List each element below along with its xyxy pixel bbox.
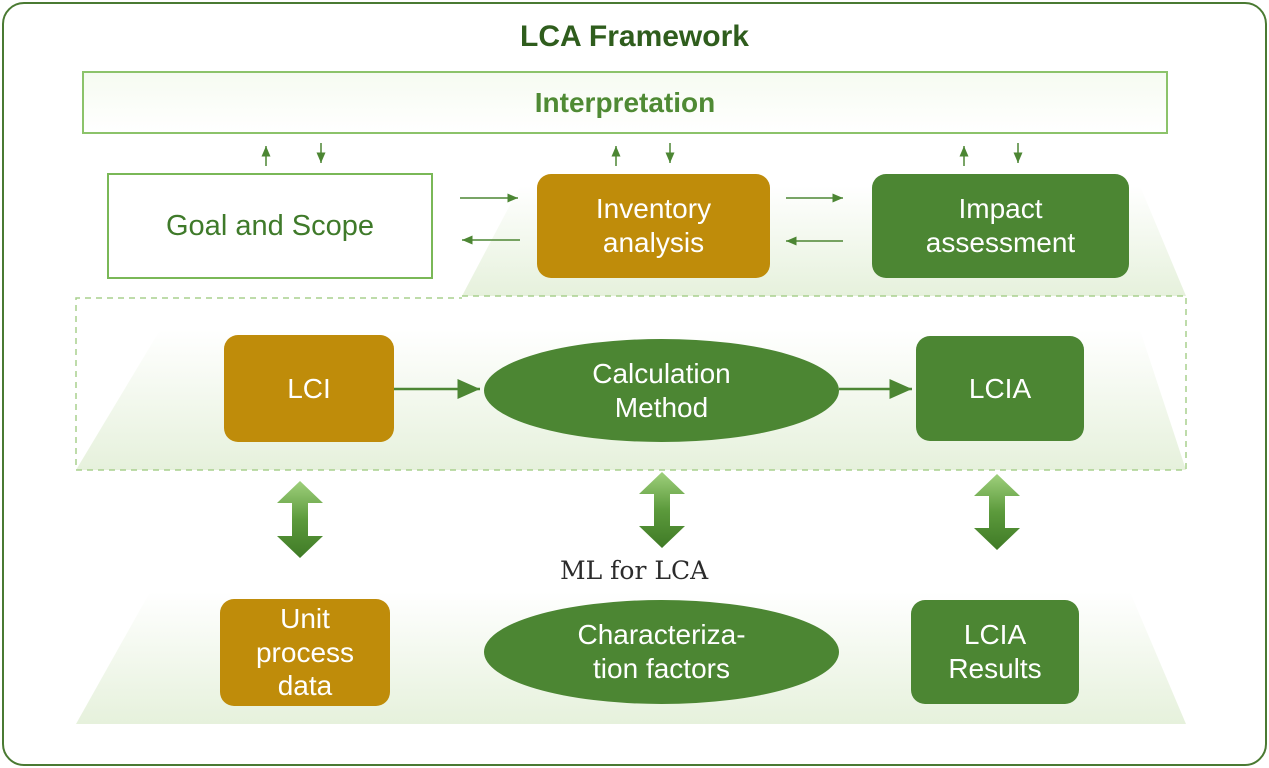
double-arrow-left	[277, 481, 323, 558]
impact-assessment-box: Impact assessment	[872, 174, 1129, 278]
unit-process-data-box: Unit process data	[220, 599, 390, 706]
characterization-factors-oval: Characteriza- tion factors	[484, 600, 839, 704]
ml-for-lca-label: ML for LCA	[560, 556, 709, 585]
flow-arrows	[460, 193, 843, 246]
lcia-results-box: LCIA Results	[911, 600, 1079, 704]
interp-arrows	[261, 143, 1023, 166]
inventory-analysis-box: Inventory analysis	[537, 174, 770, 278]
dashed-outline	[75, 295, 1187, 471]
double-arrows	[277, 472, 1020, 558]
interpretation-box: Interpretation	[82, 71, 1168, 134]
lcia-box: LCIA	[916, 336, 1084, 441]
goal-scope-box: Goal and Scope	[107, 173, 433, 279]
diagram-title: LCA Framework	[520, 20, 749, 53]
double-arrow-center	[639, 472, 685, 548]
double-arrow-right	[974, 474, 1020, 550]
lci-box: LCI	[224, 335, 394, 442]
calculation-method-oval: Calculation Method	[484, 339, 839, 442]
